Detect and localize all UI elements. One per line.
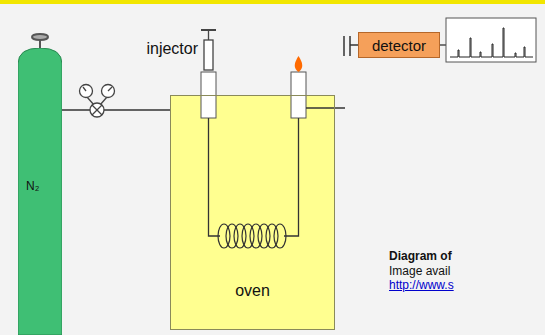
- signal-wire: [440, 44, 446, 45]
- gas-line: [62, 109, 170, 110]
- pressure-regulator: [80, 85, 115, 118]
- oven-fill: [170, 95, 335, 330]
- oven-box: oven: [170, 95, 335, 330]
- cylinder-body: [18, 48, 62, 335]
- node-label: oven: [235, 282, 270, 300]
- coil-loop: [274, 224, 286, 248]
- column-coil: [218, 224, 286, 248]
- electrode-symbol: [344, 36, 358, 56]
- chromatogram-peaks: [450, 28, 533, 57]
- chromatogram-frame: [446, 18, 536, 62]
- part-label: injector: [118, 40, 198, 58]
- flame: [295, 56, 303, 72]
- cylinder-outline: [18, 48, 62, 335]
- top-strip: [0, 0, 545, 4]
- gas-cylinder: N₂: [18, 48, 62, 335]
- column-leads: [209, 108, 346, 236]
- caption-link: http://www.s: [389, 278, 454, 292]
- caption-title: Diagram of: [389, 249, 452, 263]
- node-label: detector: [372, 37, 426, 54]
- node-label: N₂: [26, 179, 39, 193]
- injector-syringe: [201, 30, 216, 70]
- detector-box: detector: [358, 32, 440, 58]
- caption-text: Image avail: [389, 264, 450, 278]
